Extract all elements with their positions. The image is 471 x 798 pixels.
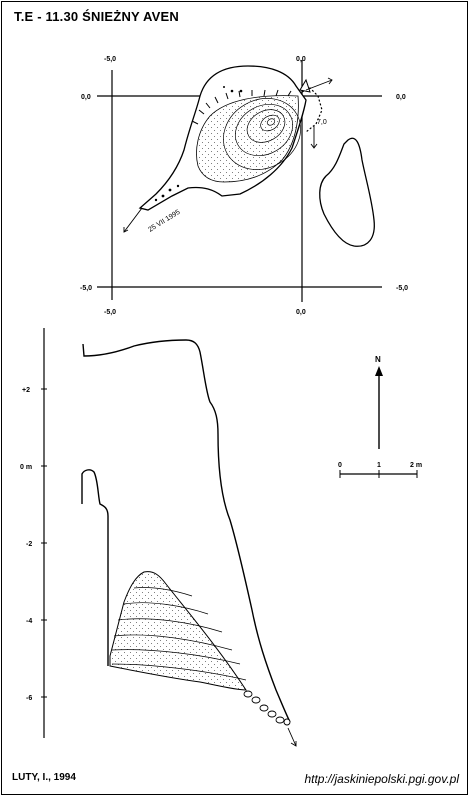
grid-label-top-left: -5,0 xyxy=(104,56,116,63)
north-arrow: N xyxy=(375,355,383,449)
plan-arrows xyxy=(123,77,333,233)
depth-label-0: 0 m xyxy=(20,464,32,471)
depth-label-minus6: -6 xyxy=(26,695,32,702)
section-boulders xyxy=(243,690,291,726)
plan-rubble xyxy=(154,86,243,202)
plan-depth-label: 7,0 xyxy=(317,119,327,126)
plan-ledge-hatching xyxy=(191,89,292,125)
scale-label-1: 1 xyxy=(377,462,381,469)
plan-side-passage xyxy=(301,87,323,133)
north-label: N xyxy=(375,355,381,364)
section-exit-arrow xyxy=(287,727,297,747)
author-credit: LUTY, I., 1994 xyxy=(12,772,76,783)
plan-contours xyxy=(223,98,301,170)
cave-title: T.E - 11.30 ŚNIEŻNY AVEN xyxy=(14,9,179,24)
source-url-link[interactable]: http://jaskiniepolski.pgi.gov.pl xyxy=(304,772,459,786)
depth-label-minus2: -2 xyxy=(26,541,32,548)
plan-view: -5,0 0,0 0,0 0,0 -5,0 -5,0 -5,0 0,0 xyxy=(80,56,408,316)
section-right-wall xyxy=(82,339,291,723)
depth-label-plus2: +2 xyxy=(22,387,30,394)
scale-label-0: 0 xyxy=(338,462,342,469)
grid-label-bottom-left: -5,0 xyxy=(104,309,116,316)
scale-label-2m: 2 m xyxy=(410,462,422,469)
plan-stippled-slope xyxy=(196,95,299,183)
depth-ticks xyxy=(41,388,47,698)
plan-survey-date: 25 VII 1995 xyxy=(147,209,181,234)
section-debris-cone xyxy=(109,571,247,691)
scale-bar: 0 1 2 m xyxy=(338,462,422,478)
grid-label-right-upper: 0,0 xyxy=(396,94,406,101)
plan-rock-outline xyxy=(319,137,375,247)
depth-label-minus4: -4 xyxy=(26,618,32,625)
grid-label-top-right: 0,0 xyxy=(296,56,306,63)
section-view: +2 0 m -2 -4 -6 xyxy=(20,328,297,747)
section-cone-layers xyxy=(111,587,247,681)
grid-label-left-lower: -5,0 xyxy=(80,285,92,292)
grid-label-left-upper: 0,0 xyxy=(81,94,91,101)
grid-label-bottom-right: 0,0 xyxy=(296,309,306,316)
section-left-wall xyxy=(81,469,109,666)
grid-label-right-lower: -5,0 xyxy=(396,285,408,292)
